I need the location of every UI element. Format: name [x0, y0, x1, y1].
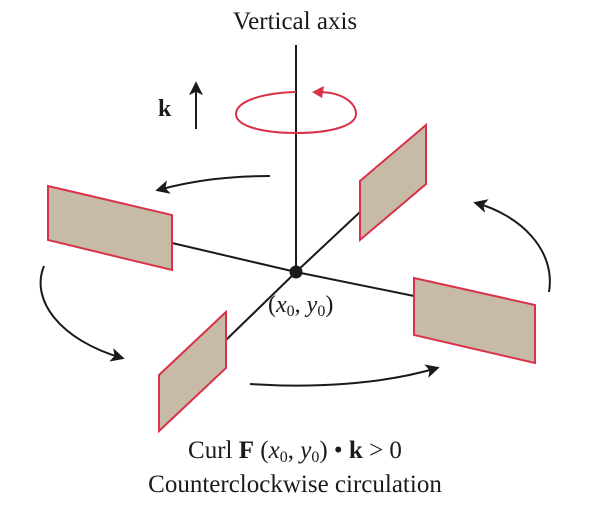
rod-right — [295, 271, 415, 297]
rod-left — [171, 242, 297, 273]
paddle-back — [359, 122, 427, 243]
circulation-arrow-top — [155, 175, 271, 194]
paddle-front — [158, 309, 227, 434]
circulation-arrow-left — [39, 265, 125, 362]
rotation-ellipse — [234, 91, 358, 135]
k-label: k — [158, 96, 172, 122]
vertical-axis-label: Vertical axis — [232, 8, 358, 35]
paddle-left — [47, 184, 173, 272]
caption-line-1: Curl F (x0, y0) • k > 0 — [188, 437, 402, 466]
paddle-right — [413, 276, 536, 365]
rod-front — [225, 271, 297, 341]
rod-back — [295, 211, 361, 273]
rotation-arrowhead — [312, 86, 324, 98]
circulation-arrow-bottom — [249, 364, 440, 387]
point-label: (x0, y0) — [268, 292, 334, 320]
origin-point — [289, 265, 303, 279]
caption-line-2: Counterclockwise circulation — [148, 471, 442, 498]
circulation-arrow-right — [473, 199, 551, 293]
